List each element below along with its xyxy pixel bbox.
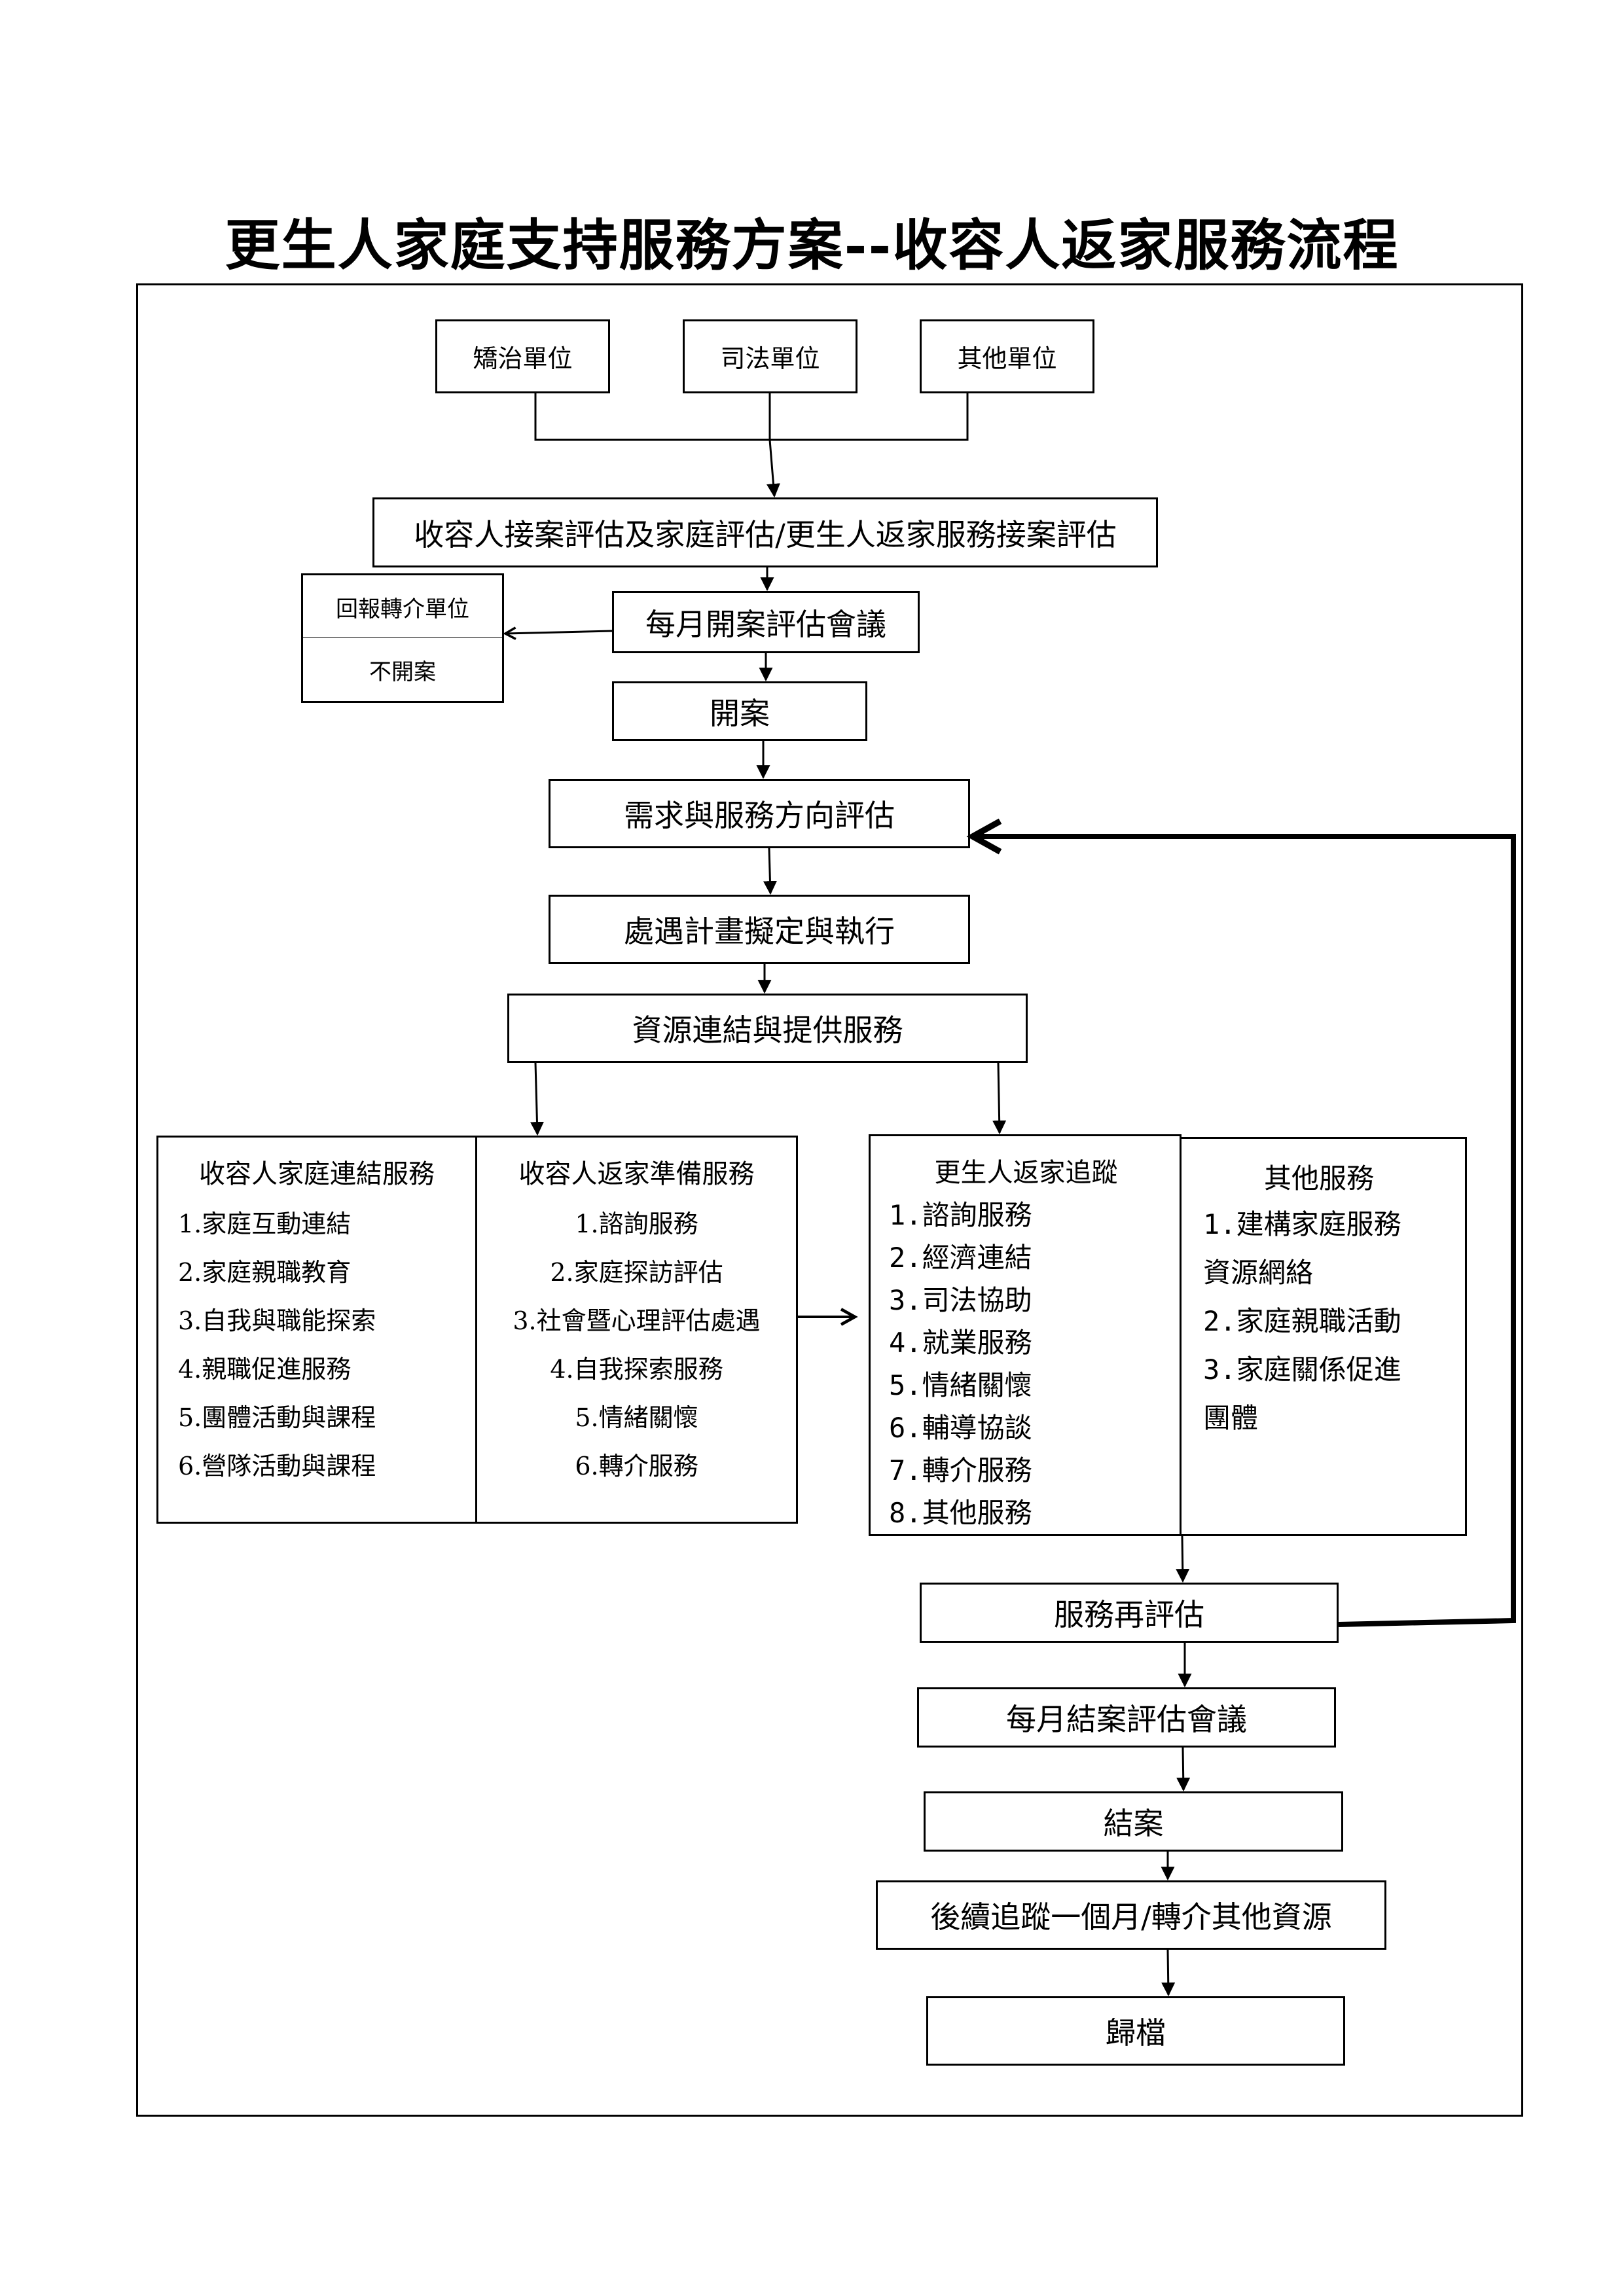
returnee-tracking-item: 3.司法協助 [889,1284,1032,1316]
returnee-tracking-item: 2.經濟連結 [889,1242,1032,1274]
family-link-item: 6.營隊活動與課程 [178,1452,376,1480]
returnee-tracking-item: 6.輔導協談 [889,1412,1032,1444]
other-services-header: 其他服務 [1263,1162,1374,1194]
not-open-box: 不開案 [301,637,504,703]
monthly-close-meeting-box: 每月結案評估會議 [917,1687,1336,1748]
return-prep-item: 4.自我探索服務 [550,1355,723,1384]
other-services-item: 團體 [1203,1402,1259,1434]
returnee-tracking-item: 5.情緒關懷 [889,1369,1032,1401]
source-judicial-unit: 司法單位 [683,319,857,393]
family-link-item: 2.家庭親職教育 [178,1258,352,1287]
report-back-box: 回報轉介單位 [301,573,504,639]
other-services-item: 2.家庭親職活動 [1203,1305,1401,1337]
close-case-box: 結案 [924,1791,1343,1852]
other-services-item: 3.家庭關係促進 [1203,1354,1401,1386]
return-prep-item: 5.情緒關懷 [575,1403,698,1432]
diagram-frame [136,283,1523,2117]
inmate-services-box [156,1136,798,1524]
return-prep-item: 6.轉介服務 [575,1452,698,1480]
family-link-item: 5.團體活動與課程 [178,1403,376,1432]
intake-assessment-box: 收容人接案評估及家庭評估/更生人返家服務接案評估 [372,497,1158,567]
source-other-unit: 其他單位 [920,319,1094,393]
resource-linking-box: 資源連結與提供服務 [507,994,1028,1063]
monthly-open-meeting-box: 每月開案評估會議 [612,591,920,653]
other-services-item: 資源網絡 [1203,1257,1314,1289]
archive-box: 歸檔 [926,1996,1345,2066]
family-link-item: 1.家庭互動連結 [178,1210,352,1238]
needs-assessment-box: 需求與服務方向評估 [549,779,970,848]
followup-box: 後續追蹤一個月/轉介其他資源 [876,1880,1386,1950]
returnee-tracking-item: 4.就業服務 [889,1327,1032,1359]
other-services-item: 1.建構家庭服務 [1203,1208,1401,1240]
treatment-plan-box: 處遇計畫擬定與執行 [549,895,970,964]
service-reassessment-box: 服務再評估 [920,1583,1339,1643]
return-prep-item: 3.社會暨心理評估處遇 [513,1306,761,1335]
returnee-tracking-item: 7.轉介服務 [889,1454,1032,1486]
family-link-item: 4.親職促進服務 [178,1355,352,1384]
returnee-tracking-header: 更生人返家追蹤 [934,1158,1118,1188]
family-link-header: 收容人家庭連結服務 [199,1159,435,1189]
return-prep-header: 收容人返家準備服務 [518,1159,755,1189]
return-prep-item: 1.諮詢服務 [575,1210,698,1238]
returnee-tracking-item: 1.諮詢服務 [889,1199,1032,1231]
inmate-services-divider [475,1136,477,1524]
family-link-item: 3.自我與職能探索 [178,1306,376,1335]
source-correction-unit: 矯治單位 [435,319,610,393]
returnee-tracking-item: 8.其他服務 [889,1497,1032,1529]
page-title: 更生人家庭支持服務方案--收容人返家服務流程 [225,213,1399,278]
open-case-box: 開案 [612,681,867,741]
return-prep-item: 2.家庭探訪評估 [550,1258,723,1287]
